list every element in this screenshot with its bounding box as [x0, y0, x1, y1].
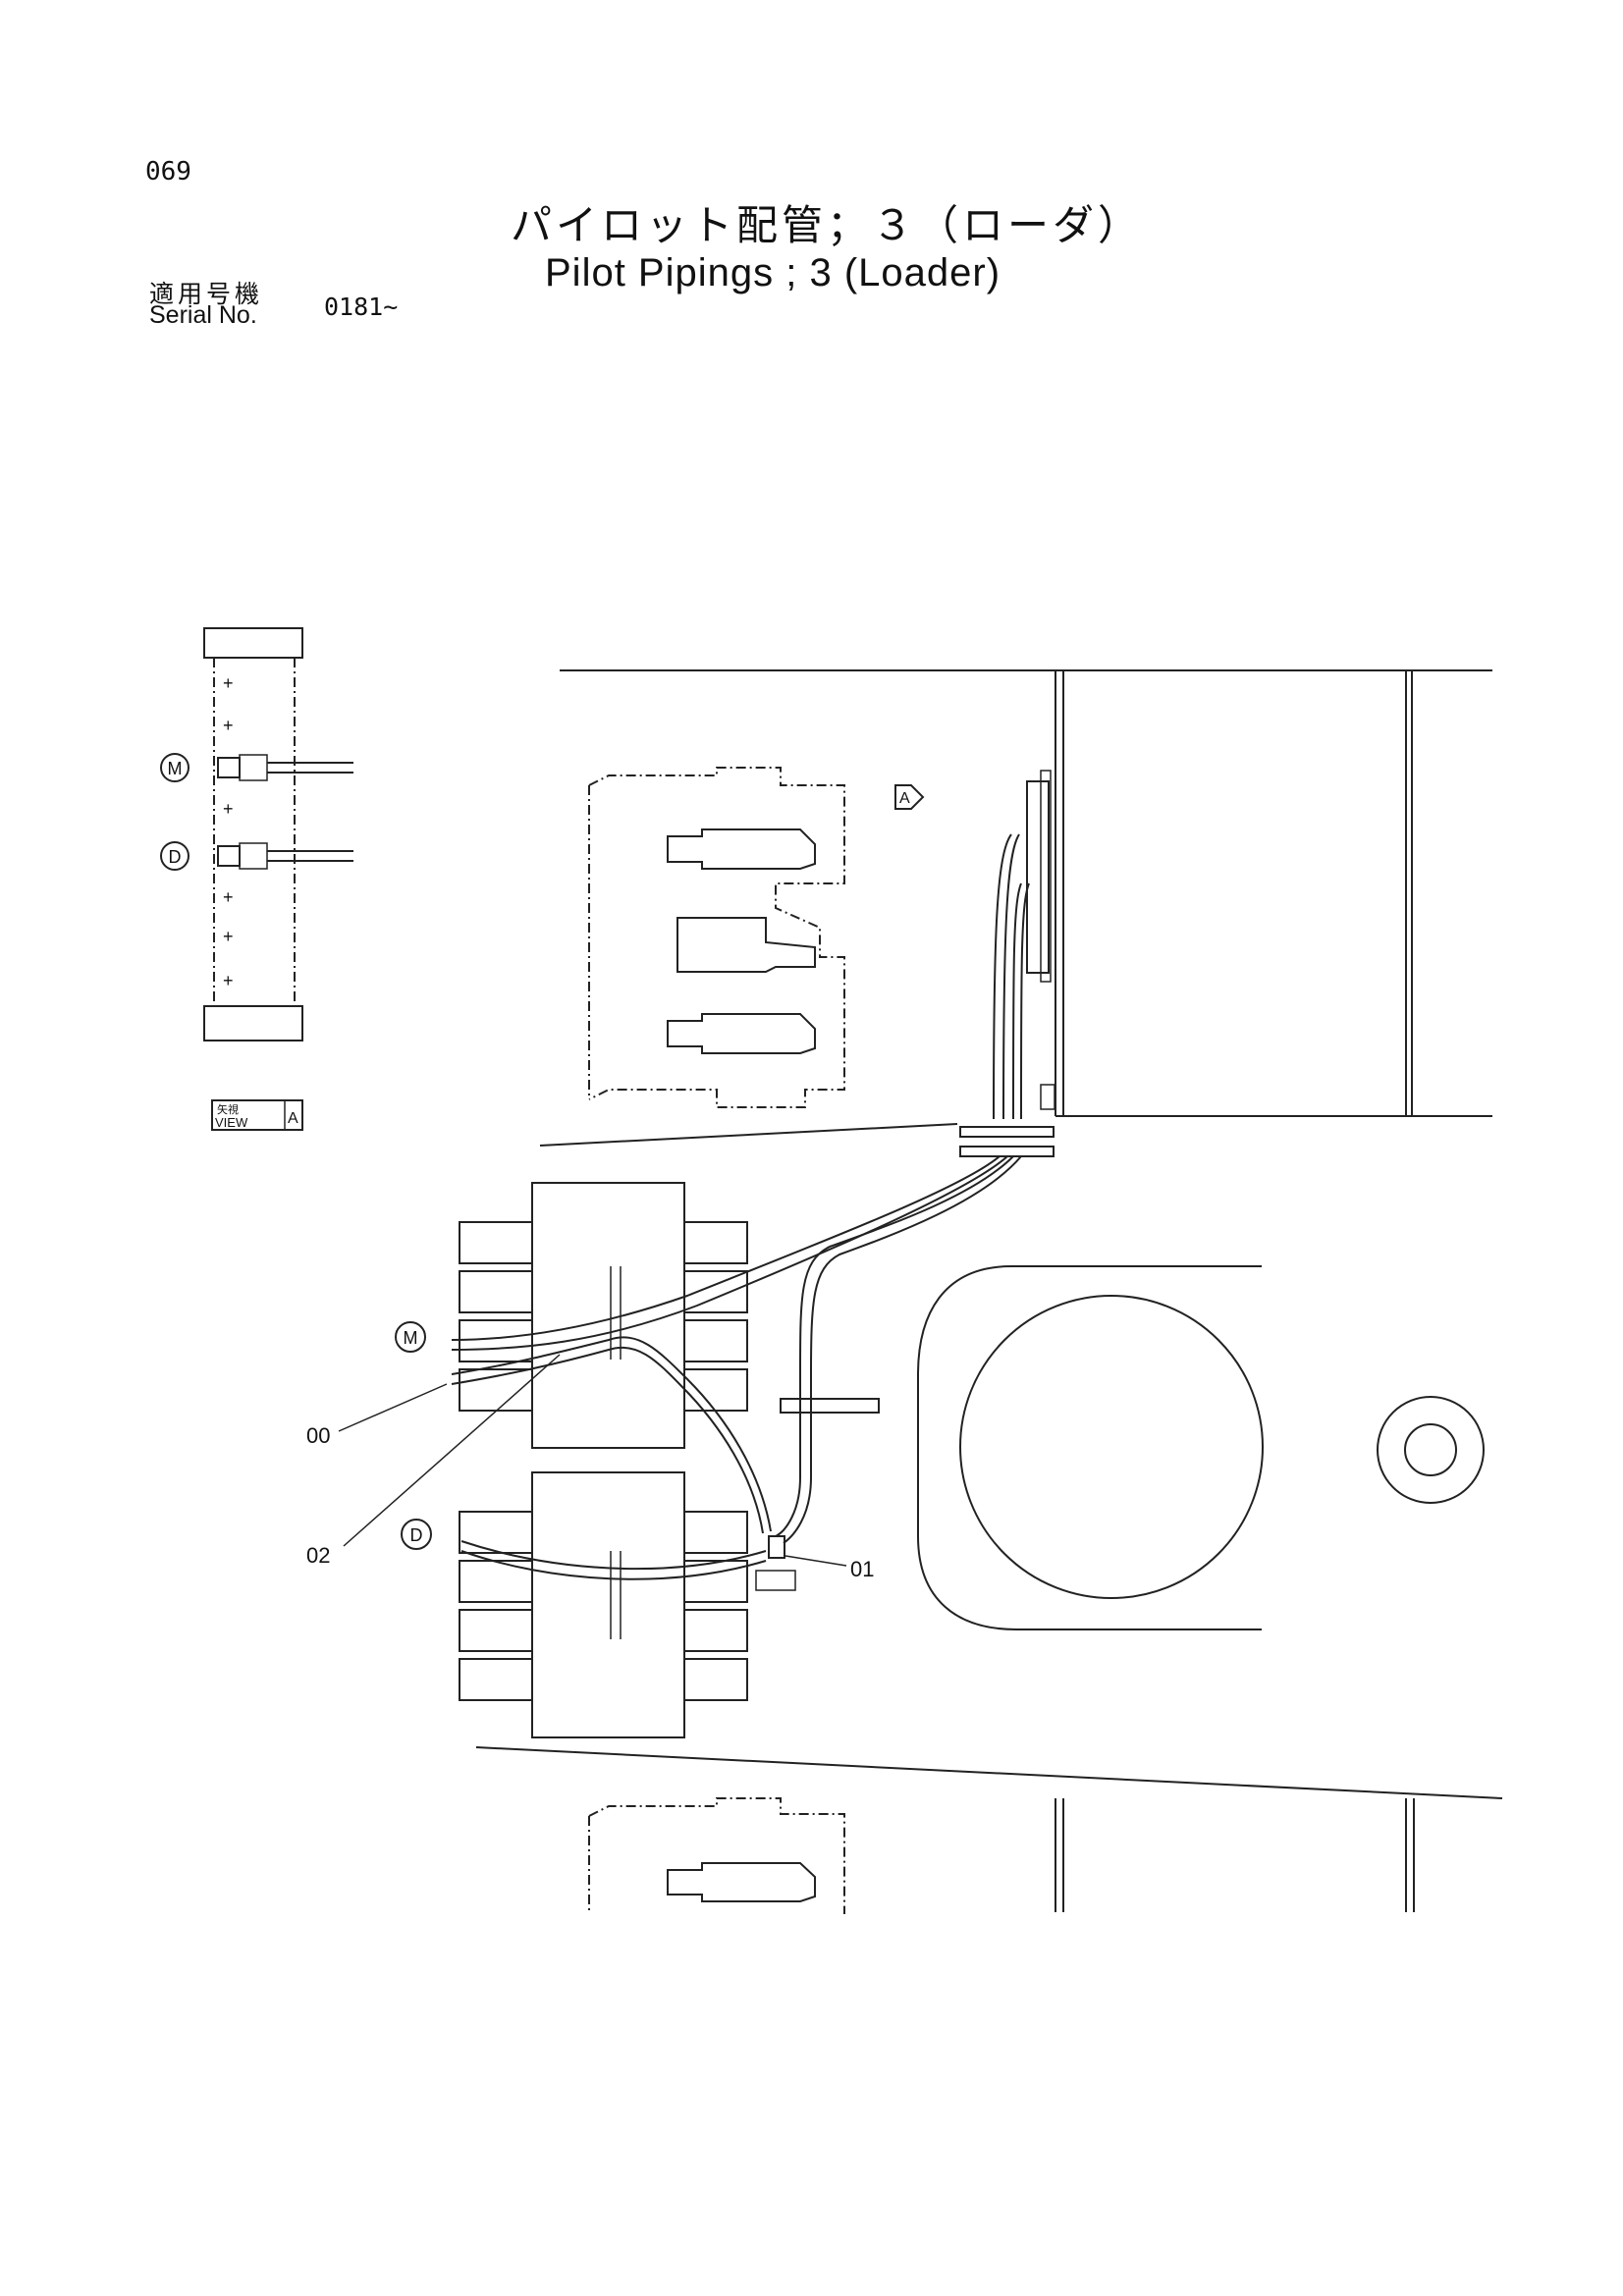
serial-label-english: Serial No. [149, 301, 257, 329]
center-joint-inner [1404, 1423, 1457, 1476]
port-marker-d [401, 1519, 432, 1550]
lower-frame [475, 1746, 1503, 1914]
center-joint-outer [1377, 1396, 1485, 1504]
hose-flange-2 [959, 1146, 1055, 1157]
serial-value: 0181~ [324, 293, 399, 321]
callout-00: 00 [306, 1423, 330, 1448]
spool-2 [676, 917, 816, 973]
callout-01: 01 [850, 1557, 874, 1581]
view-a-arrow [894, 784, 925, 810]
callouts: 00 02 01 [306, 1354, 874, 1581]
hose-flange-1 [959, 1126, 1055, 1138]
fitting-d [217, 845, 241, 867]
title-japanese: パイロット配管；３（ローダ） [511, 201, 1144, 249]
tee-fitting [768, 1535, 785, 1559]
svg-text:+: + [223, 971, 234, 990]
view-letter: A [288, 1110, 298, 1127]
svg-text:+: + [223, 799, 234, 819]
callout-02: 02 [306, 1543, 330, 1568]
detail-marker-m [160, 753, 189, 782]
fitting-m [217, 757, 241, 778]
swing-bearing [959, 1295, 1264, 1599]
spool-3 [667, 1013, 816, 1054]
spool-1 [667, 828, 816, 870]
page-number: 069 [145, 157, 191, 187]
detail-marker-d-label: D [169, 847, 182, 867]
svg-text:+: + [223, 887, 234, 907]
port-marker-d-label: D [410, 1525, 423, 1545]
swing-area [917, 1265, 1485, 1630]
view-a-detail: + + + + + + M D 矢視 VIEW A [160, 627, 353, 1131]
svg-text:+: + [223, 673, 234, 693]
title-english: Pilot Pipings ; 3 (Loader) [545, 251, 1001, 294]
detail-marker-m-label: M [168, 759, 183, 778]
detail-marker-d [160, 841, 189, 871]
travel-valve-lower [459, 1471, 748, 1738]
detail-top-cap [203, 627, 303, 659]
pilot-block [1026, 780, 1050, 974]
lower-pilot-hoses [451, 1336, 796, 1591]
hose-bracket [780, 1398, 880, 1414]
spool-4 [667, 1862, 816, 1902]
view-a-label-box [211, 1099, 303, 1131]
travel-valve-upper [459, 1182, 748, 1449]
upper-frame: A [539, 669, 1492, 1147]
pilot-hoses [451, 833, 1055, 1544]
detail-bottom-cap [203, 1005, 303, 1041]
view-a-arrow-label: A [899, 790, 910, 807]
view-label-jp: 矢視 [217, 1102, 239, 1116]
port-marker-m [395, 1321, 426, 1353]
svg-text:+: + [223, 716, 234, 735]
serial-label-japanese: 適用号機 [149, 280, 264, 308]
port-marker-m-label: M [404, 1328, 418, 1348]
svg-text:+: + [223, 927, 234, 946]
view-label-en: VIEW [215, 1115, 248, 1130]
